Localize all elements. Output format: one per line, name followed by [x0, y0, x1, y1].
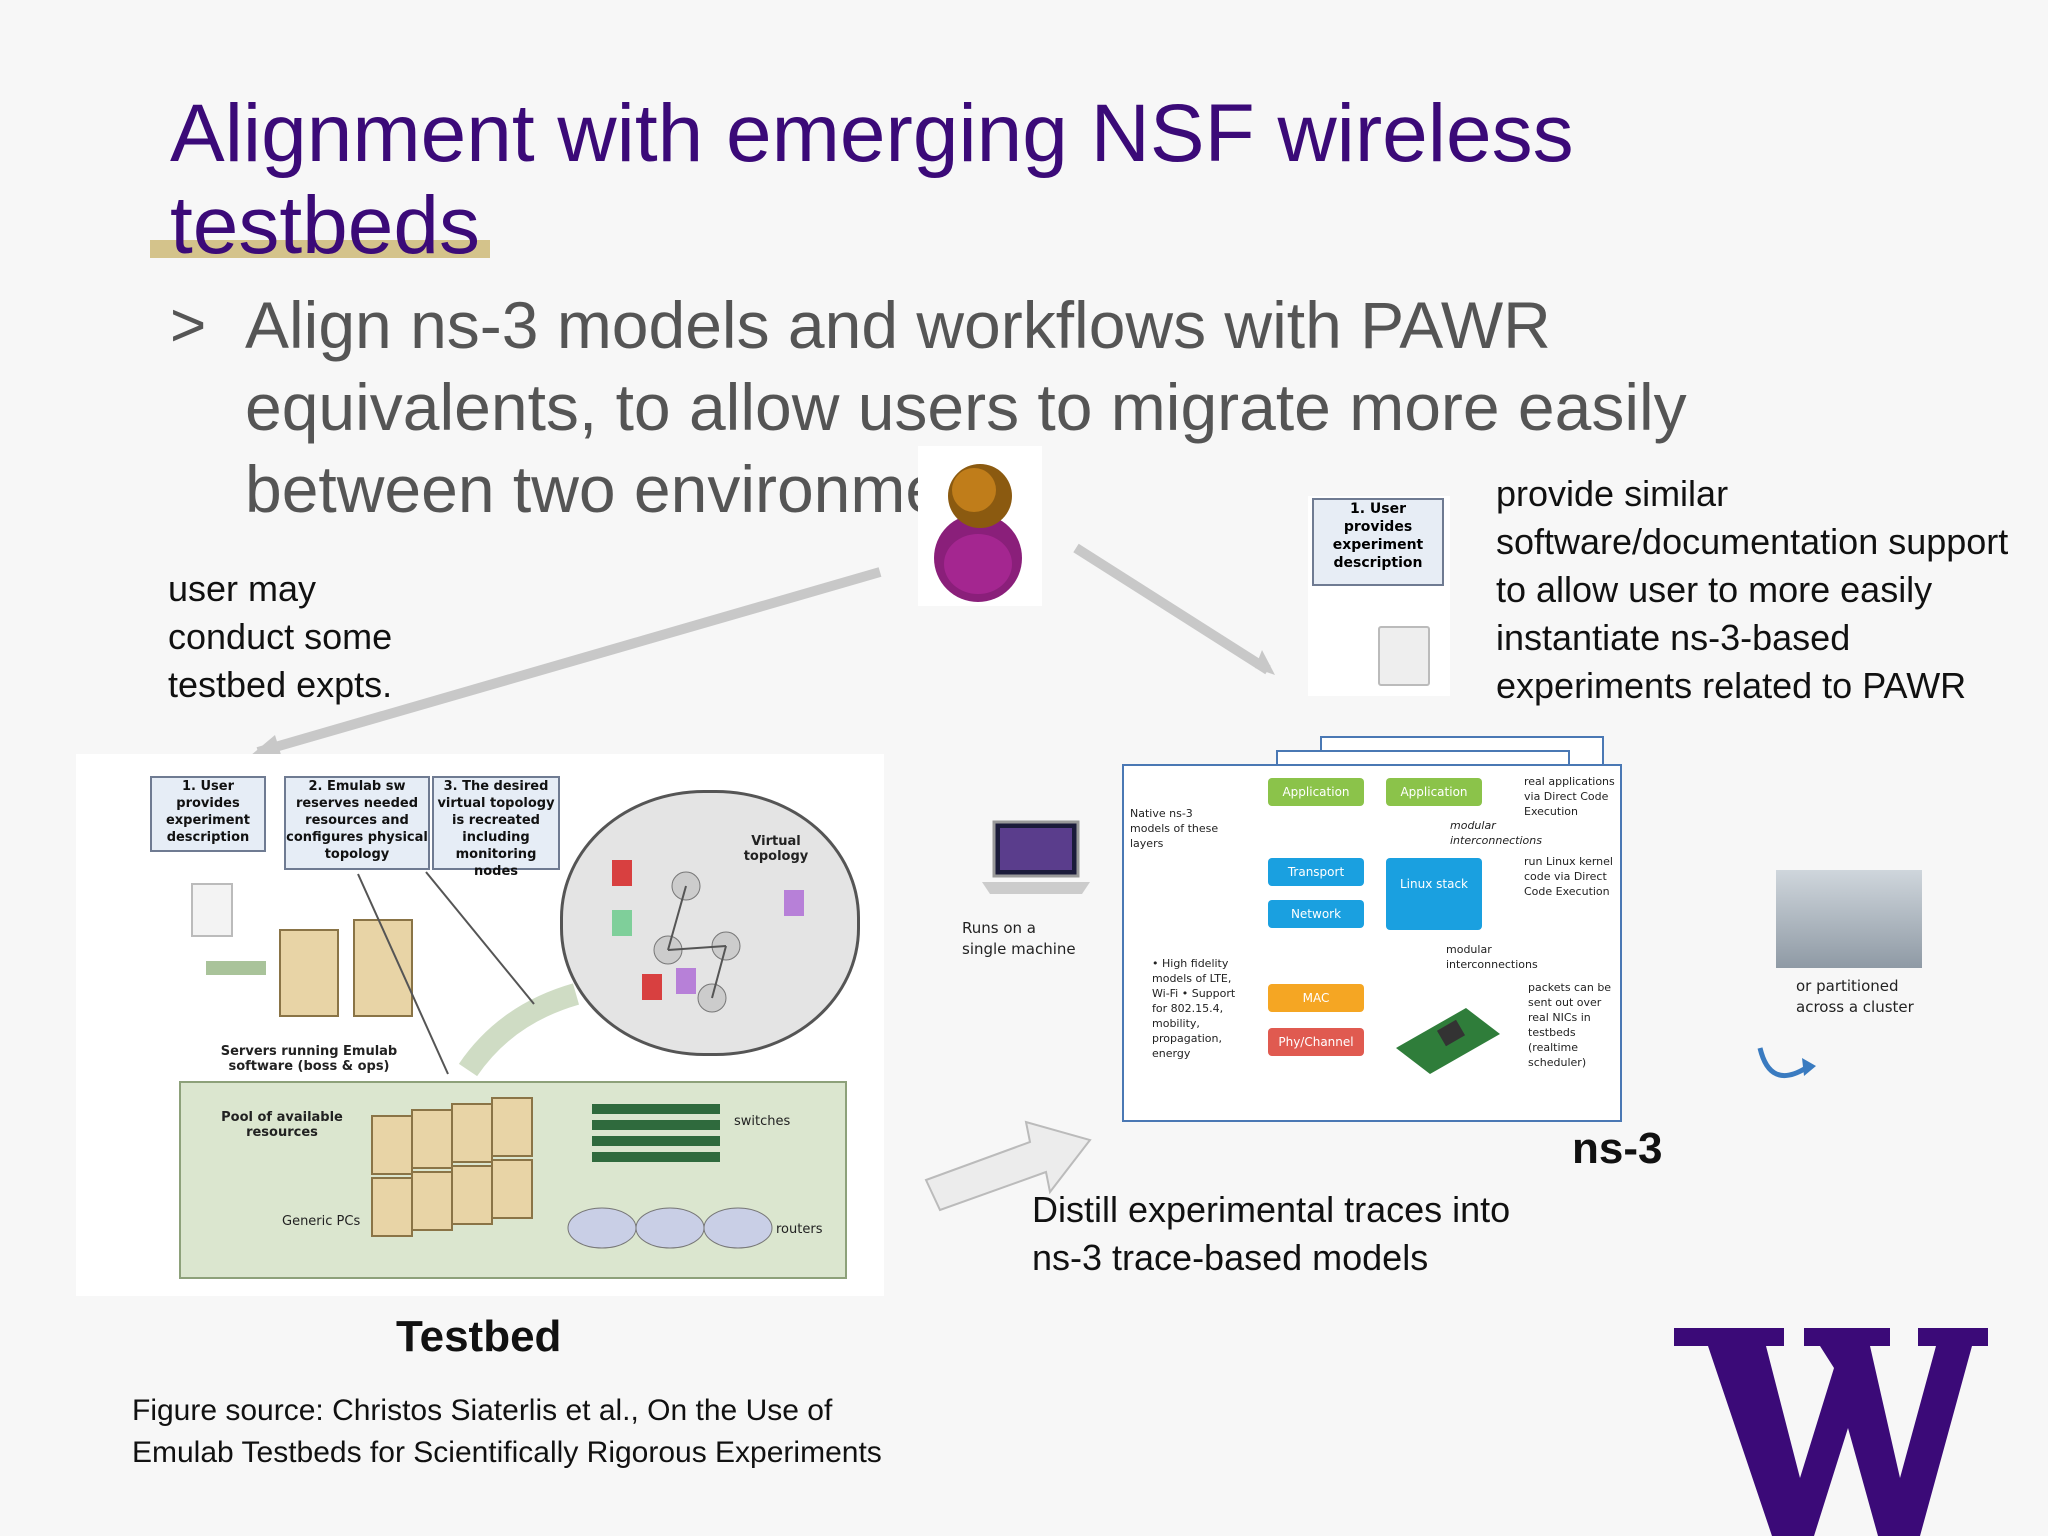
layer-network: Network	[1268, 900, 1364, 928]
user-avatar	[918, 446, 1042, 606]
note-user-testbed: user may conduct some testbed expts.	[168, 568, 393, 705]
slide-title: Alignment with emerging NSF wireless tes…	[170, 88, 1574, 271]
runs-on-label: Runs on a single machine	[962, 919, 1076, 958]
tb-step-3: 3. The desired virtual topology is recre…	[432, 776, 560, 879]
figure-source: Figure source: Christos Siaterlis et al.…	[132, 1394, 882, 1469]
native-label: Native ns-3 models of these layers	[1130, 807, 1219, 850]
layer-application-2: Application	[1386, 778, 1482, 806]
distill-arrow	[924, 1120, 1092, 1212]
nic-card-image	[1396, 1008, 1500, 1074]
fidelity-bullets: • High fidelity models of LTE, Wi-Fi • S…	[1152, 957, 1236, 1060]
packets-label: packets can be sent out over real NICs i…	[1528, 981, 1612, 1069]
ns3-card-main: Native ns-3 models of these layers Appli…	[1122, 764, 1622, 1122]
run-linux-label: run Linux kernel code via Direct Code Ex…	[1524, 855, 1613, 898]
switches-label: switches	[734, 1114, 791, 1129]
layer-phy-channel: Phy/Channel	[1268, 1028, 1364, 1056]
uw-logo	[1674, 1328, 1988, 1536]
testbed-drawing	[179, 860, 847, 1279]
routers-label: routers	[776, 1222, 823, 1237]
curved-arrow-icon	[1757, 1047, 1816, 1079]
ns3-figure: Native ns-3 models of these layers Appli…	[960, 730, 1922, 1130]
bullet-text: Align ns-3 models and workflows with PAW…	[245, 288, 1687, 526]
ns3-caption: ns-3	[1572, 1124, 1663, 1173]
layer-transport: Transport	[1268, 858, 1364, 886]
tb-step-1: 1. User provides experiment description	[150, 776, 266, 852]
testbed-caption: Testbed	[396, 1312, 562, 1361]
bullet-marker: >	[170, 291, 207, 360]
partitioned-label: or partitioned across a cluster	[1796, 977, 1914, 1016]
modular-interconnections-2: modular interconnections	[1446, 943, 1538, 971]
modular-interconnections-1: modular interconnections	[1450, 819, 1542, 847]
generic-pcs-label: Generic PCs	[282, 1214, 361, 1229]
laptop-icon	[982, 820, 1090, 894]
tb-step-2: 2. Emulab sw reserves needed resources a…	[284, 776, 430, 870]
pool-label: Pool of available resources	[221, 1110, 343, 1140]
testbed-figure: 1. User provides experiment description …	[76, 754, 884, 1296]
step-document-icon	[1378, 626, 1430, 686]
step-user-experiment: 1. User provides experiment description	[1312, 498, 1444, 586]
layer-linux-stack: Linux stack	[1386, 858, 1482, 930]
distill-text: Distill experimental traces into ns-3 tr…	[1032, 1189, 1511, 1278]
cluster-image	[1776, 870, 1922, 968]
layer-application-1: Application	[1268, 778, 1364, 806]
layer-mac: MAC	[1268, 984, 1364, 1012]
virtual-topology-label: Virtual topology	[743, 834, 809, 864]
servers-label: Servers running Emulab software (boss & …	[220, 1044, 398, 1074]
real-apps-label: real applications via Direct Code Execut…	[1524, 775, 1615, 818]
note-provide-support: provide similar software/documentation s…	[1496, 473, 2009, 706]
